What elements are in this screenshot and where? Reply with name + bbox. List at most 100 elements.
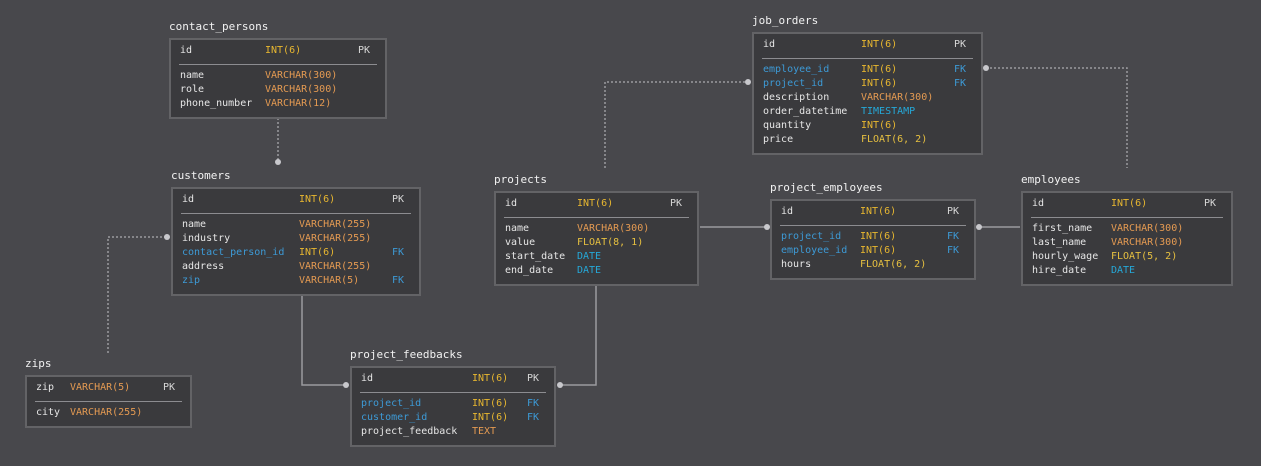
column-row[interactable]: address VARCHAR(255) [181, 260, 411, 274]
column-name: price [763, 134, 794, 145]
column-type: INT(6) [860, 245, 897, 256]
column-name: name [505, 223, 530, 234]
column-key: FK [392, 275, 405, 286]
relation-endpoint [275, 159, 281, 165]
pk-separator [360, 392, 546, 393]
relation-job-orders-to-projects [604, 81, 748, 168]
column-type: VARCHAR(300) [265, 84, 338, 95]
column-type: INT(6) [1111, 198, 1148, 209]
column-type: FLOAT(6, 2) [861, 134, 928, 145]
column-name: project_id [781, 231, 842, 242]
column-type: INT(6) [861, 64, 898, 75]
relation-project-feedbacks-to-customers [301, 294, 346, 386]
column-name: role [180, 84, 205, 95]
column-name: address [182, 261, 225, 272]
column-type: DATE [577, 251, 602, 262]
table-title: projects [494, 173, 547, 186]
relation-endpoint [343, 382, 349, 388]
column-type: INT(6) [299, 247, 336, 258]
column-name: id [763, 39, 776, 50]
column-name: quantity [763, 120, 812, 131]
column-type: DATE [1111, 265, 1136, 276]
column-type: INT(6) [861, 39, 898, 50]
column-type: TIMESTAMP [861, 106, 916, 117]
column-row[interactable]: role VARCHAR(300) [179, 83, 377, 97]
column-type: VARCHAR(300) [1111, 237, 1184, 248]
column-row[interactable]: id INT(6) PK [762, 38, 973, 52]
column-name: end_date [505, 265, 554, 276]
column-key: PK [670, 198, 683, 209]
column-type: INT(6) [472, 412, 509, 423]
table-title: customers [171, 169, 231, 182]
column-key: PK [954, 39, 967, 50]
relation-endpoint [983, 65, 989, 71]
table-title: job_orders [752, 14, 819, 27]
table-title: zips [25, 357, 52, 370]
column-key: PK [1204, 198, 1217, 209]
column-type: VARCHAR(255) [299, 233, 372, 244]
column-name: zip [182, 275, 201, 286]
column-type: VARCHAR(5) [70, 382, 131, 393]
column-key: FK [527, 412, 540, 423]
column-name: id [505, 198, 518, 209]
column-key: FK [947, 231, 960, 242]
column-type: FLOAT(6, 2) [860, 259, 927, 270]
column-type: INT(6) [299, 194, 336, 205]
column-type: VARCHAR(255) [299, 261, 372, 272]
relation-endpoint [164, 234, 170, 240]
column-row[interactable]: price FLOAT(6, 2) [762, 133, 973, 147]
column-name: id [180, 45, 193, 56]
table-title: employees [1021, 173, 1081, 186]
table-title: project_employees [770, 181, 883, 194]
column-name: value [505, 237, 536, 248]
column-type: VARCHAR(12) [265, 98, 332, 109]
